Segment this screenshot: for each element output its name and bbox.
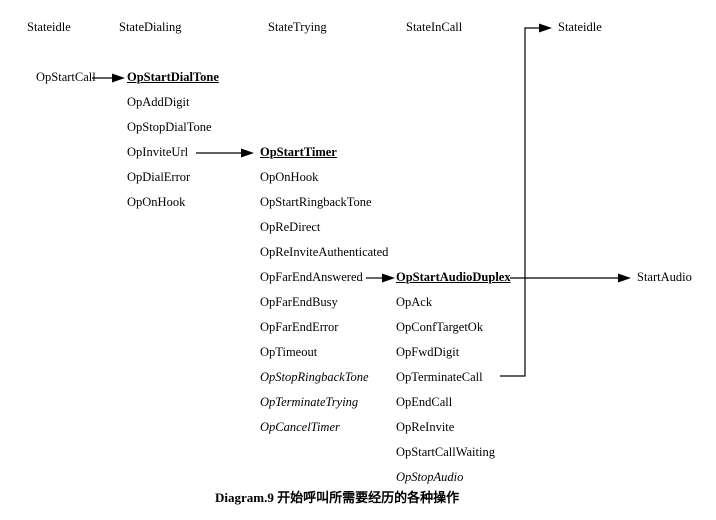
op-opadddigit: OpAddDigit <box>127 95 190 109</box>
state-header-incall: StateInCall <box>406 20 463 34</box>
op-opterminatecall: OpTerminateCall <box>396 370 483 384</box>
op-opstartcallwaiting: OpStartCallWaiting <box>396 445 495 459</box>
state-header-trying: StateTrying <box>268 20 327 34</box>
op-opfwddigit: OpFwdDigit <box>396 345 460 359</box>
op-opdialerror: OpDialError <box>127 170 191 184</box>
op-opstartringbacktone: OpStartRingbackTone <box>260 195 372 209</box>
op-oponhook: OpOnHook <box>127 195 186 209</box>
op-opstopringbacktone: OpStopRingbackTone <box>260 370 369 384</box>
op-optimeout: OpTimeout <box>260 345 318 359</box>
op-opstartcall: OpStartCall <box>36 70 96 84</box>
op-opstartdialtone: OpStartDialTone <box>127 70 219 84</box>
state-header-idle-left: Stateidle <box>27 20 71 34</box>
arrow-opstartcall-to-opstartdialtone <box>92 73 125 83</box>
op-opstartaudioduplex: OpStartAudioDuplex <box>396 270 511 284</box>
op-opfarendanswered: OpFarEndAnswered <box>260 270 363 284</box>
column-dialing-ops: OpStartDialTone OpAddDigit OpStopDialTon… <box>127 65 219 215</box>
op-opcanceltimer: OpCancelTimer <box>260 420 340 434</box>
column-incall-ops: OpStartAudioDuplex OpAck OpConfTargetOk … <box>396 265 511 490</box>
state-header-dialing: StateDialing <box>119 20 182 34</box>
op-opstopdialtone: OpStopDialTone <box>127 120 212 134</box>
op-opconftargetok: OpConfTargetOk <box>396 320 484 334</box>
op-startaudio: StartAudio <box>637 270 692 284</box>
op-opstopaudio: OpStopAudio <box>396 470 464 484</box>
op-opinviteurl: OpInviteUrl <box>127 145 189 159</box>
op-opfarendbusy: OpFarEndBusy <box>260 295 338 309</box>
diagram-caption: Diagram.9 开始呼叫所需要经历的各种操作 <box>215 490 460 505</box>
op-opack: OpAck <box>396 295 433 309</box>
arrow-opstartaudioduplex-to-startaudio <box>510 273 631 283</box>
op-opterminatetrying: OpTerminateTrying <box>260 395 359 409</box>
column-idle-ops: OpStartCall <box>36 65 96 90</box>
op-opredirect: OpReDirect <box>260 220 321 234</box>
op-oponhook-trying: OpOnHook <box>260 170 319 184</box>
op-opfarenderror: OpFarEndError <box>260 320 339 334</box>
op-opendcall: OpEndCall <box>396 395 453 409</box>
op-opstarttimer: OpStartTimer <box>260 145 337 159</box>
state-header-idle-right: Stateidle <box>558 20 602 34</box>
op-opreinvite: OpReInvite <box>396 420 455 434</box>
op-opreinviteauthenticated: OpReInviteAuthenticated <box>260 245 389 259</box>
column-trying-ops: OpStartTimer OpOnHook OpStartRingbackTon… <box>260 140 388 440</box>
